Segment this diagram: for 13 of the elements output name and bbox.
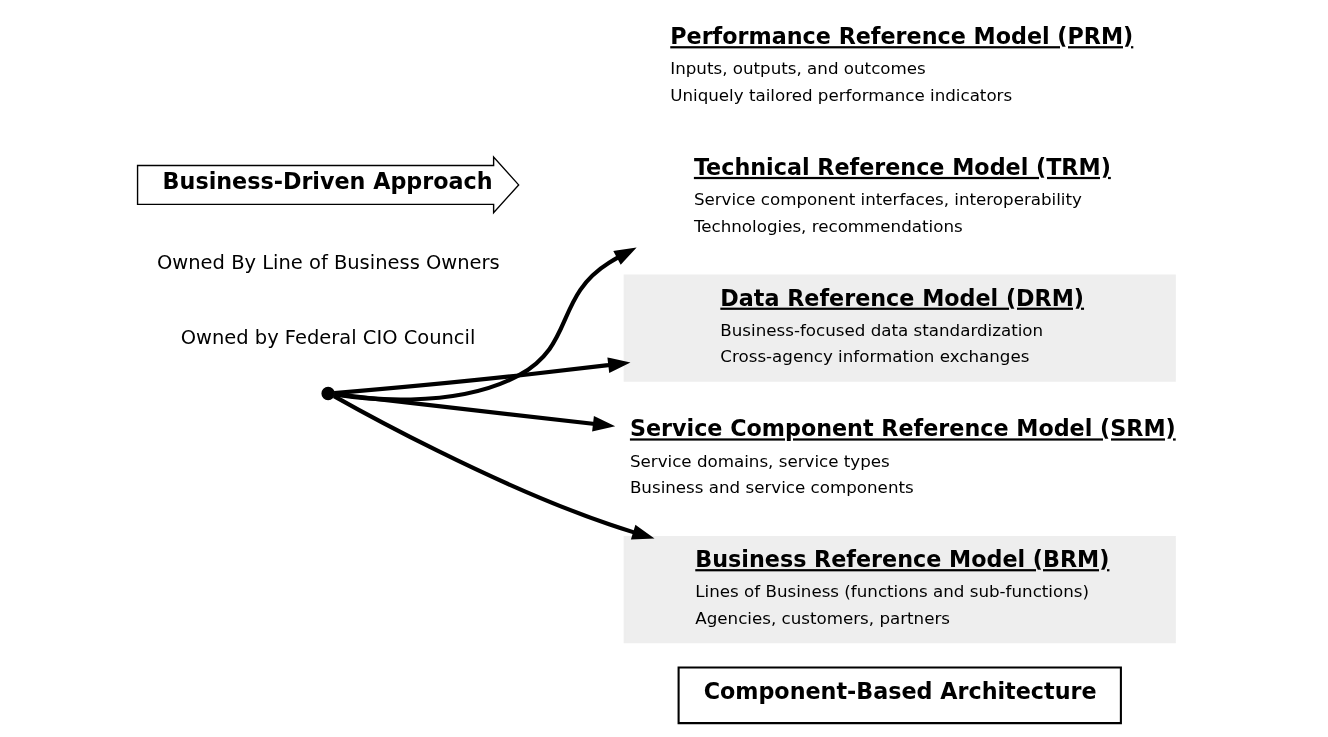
node-text: Owned By Line of Business Owners xyxy=(157,250,500,274)
node-text: Technical Reference Model (TRM) Service component interfaces, interoperability Technologies, recommendations xyxy=(693,153,1111,236)
node-circle xyxy=(321,386,335,401)
node-text: Performance Reference Model (PRM) Inputs, outputs, and outcomes Uniquely tailored performance indicators xyxy=(670,23,1134,105)
node-box: Data Reference Model (DRM) Business-focused data standardization Cross-agency information exchanges xyxy=(623,274,1176,382)
node-box: Component-Based Architecture xyxy=(677,666,1122,725)
arrow xyxy=(332,394,655,540)
arrow xyxy=(334,357,631,396)
node-text: Service Component Reference Model (SRM) Service domains, service types Business and service components xyxy=(629,415,1176,498)
arrow xyxy=(334,392,616,432)
node-text: Owned by Federal CIO Council xyxy=(180,325,476,349)
node-box: Business Reference Model (BRM) Lines of Business (functions and sub-functions) Agencies, customers, partners xyxy=(623,536,1176,644)
arrow xyxy=(334,247,637,402)
